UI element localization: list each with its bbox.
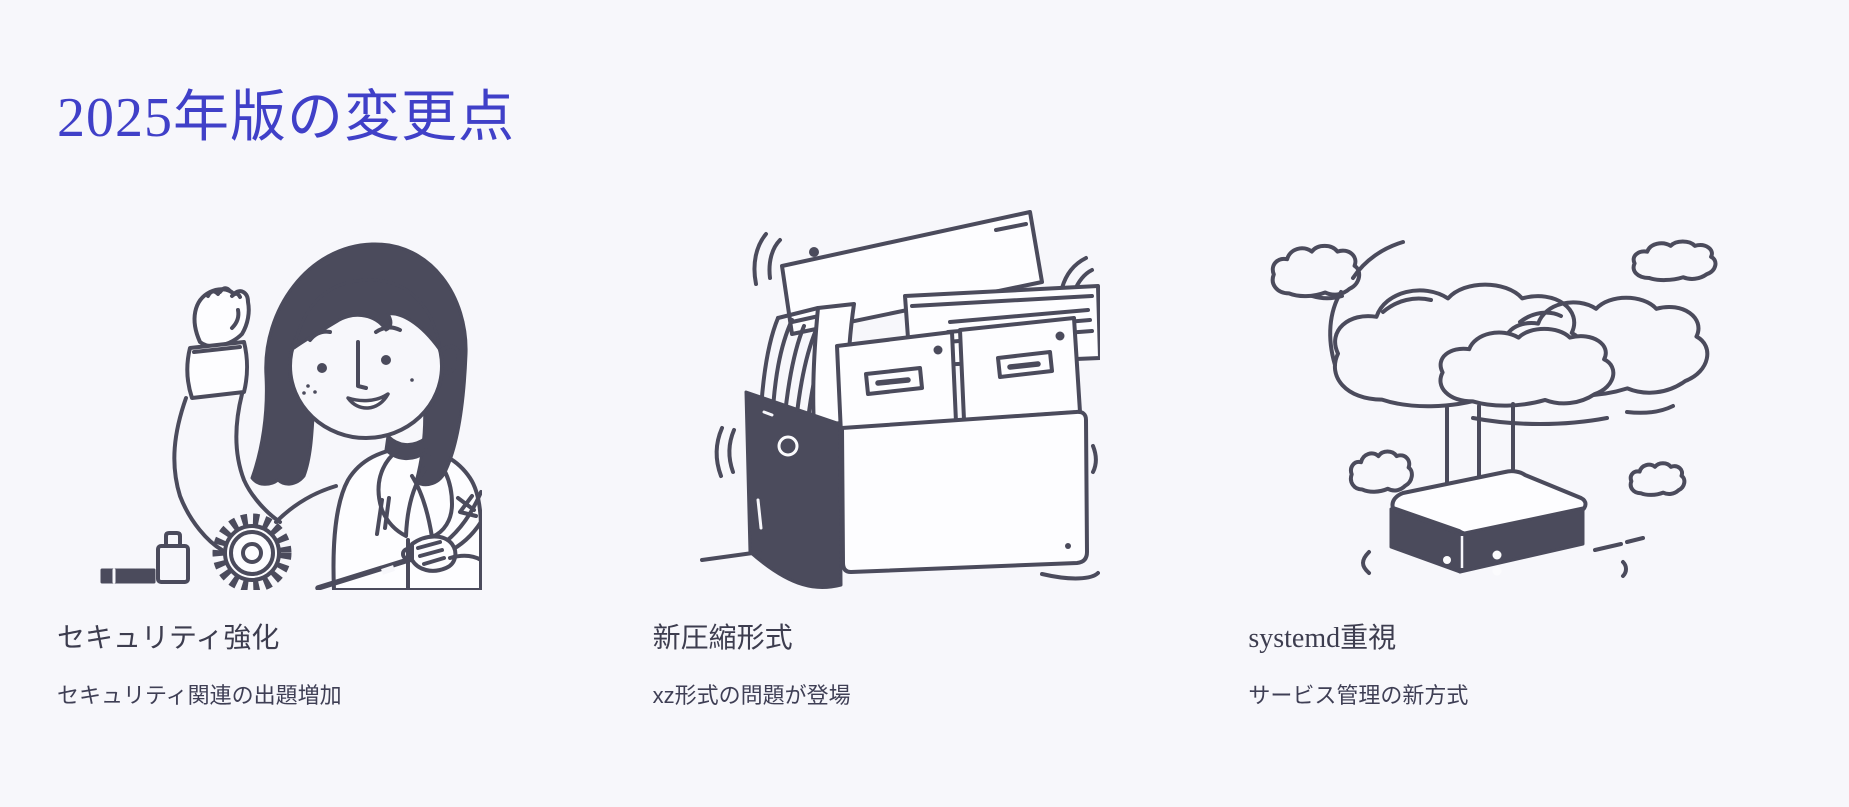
sleeve-inner — [234, 392, 282, 525]
cloud-accent-arcs — [1328, 240, 1675, 427]
features-row: セキュリティ強化 セキュリティ関連の出題増加 新圧縮形式 xz形式の問題が登場 … — [57, 622, 1792, 710]
tall-folder-mark — [994, 222, 1028, 233]
ground-right — [1040, 571, 1100, 581]
nose — [356, 340, 368, 391]
smile — [346, 392, 390, 411]
sleeve-outer — [172, 396, 224, 553]
fingers — [416, 540, 446, 567]
knuckles — [206, 286, 242, 331]
bottle-neck — [164, 531, 182, 549]
feature-title: systemd重視 — [1248, 623, 1397, 655]
cloud-small-mid-left — [1349, 450, 1414, 494]
folder-a-hole — [933, 345, 943, 355]
feature-description: セキュリティ関連の出題増加 — [57, 682, 342, 708]
ground-left — [700, 550, 762, 563]
chest-folds — [375, 496, 391, 537]
collar-left — [376, 448, 428, 539]
pen-band — [381, 565, 395, 576]
folder-a-slot — [864, 366, 924, 397]
feature-systemd: systemd重視 サービス管理の新方式 — [1248, 622, 1792, 710]
server-front-right — [1458, 506, 1585, 574]
ear — [440, 345, 461, 375]
desk-sweep-line — [448, 554, 482, 563]
server-lights — [1443, 550, 1502, 576]
feature-title: 新圧縮形式 — [652, 623, 793, 655]
folder-b-hole — [1055, 331, 1065, 341]
desk-bar — [100, 568, 156, 584]
right-eyebrow — [374, 325, 402, 335]
ground-marks — [1361, 536, 1645, 579]
feature-description: xz形式の問題が登場 — [652, 682, 851, 708]
security-girl-illustration — [100, 242, 482, 591]
folder-b-slot — [996, 350, 1054, 380]
panel-scratches — [756, 410, 774, 530]
feature-security: セキュリティ強化 セキュリティ関連の出題増加 — [57, 622, 601, 710]
folder-a-label — [875, 377, 911, 387]
feature-title: セキュリティ強化 — [57, 623, 280, 655]
illustrations-row — [57, 200, 1792, 591]
cuff-line — [192, 345, 242, 355]
cloud-big-front — [1440, 329, 1613, 406]
file-box-illustration — [700, 210, 1100, 590]
right-eye — [381, 355, 391, 366]
cuff — [185, 340, 249, 401]
box-side-panel — [744, 390, 843, 590]
box-dot — [1065, 543, 1071, 550]
left-eye — [317, 363, 327, 374]
cloud-small-bottom-right — [1629, 462, 1686, 497]
fist — [192, 287, 251, 349]
bangs — [292, 278, 442, 352]
changes-section: 2025年版の変更点 — [57, 87, 1792, 710]
bottle — [156, 544, 190, 585]
tall-folder-hole — [809, 247, 819, 258]
freckles — [302, 378, 414, 396]
page-title: 2025年版の変更点 — [57, 87, 515, 149]
left-eyebrow — [308, 330, 332, 343]
folder-b-label — [1007, 361, 1041, 371]
back-folder-edge — [910, 294, 1094, 309]
feature-description: サービス管理の新方式 — [1248, 682, 1469, 708]
cloud-server-illustration — [1270, 240, 1718, 579]
arm-to-body-line — [274, 484, 338, 525]
box-front — [840, 410, 1089, 575]
cloud-small-top-left — [1270, 244, 1362, 299]
cloud-small-top-right — [1631, 240, 1718, 283]
feature-compression: 新圧縮形式 xz形式の問題が登場 — [653, 622, 1197, 710]
collar-right — [410, 448, 454, 540]
panel-circle — [777, 435, 799, 457]
gear-watch-icon — [212, 513, 292, 591]
